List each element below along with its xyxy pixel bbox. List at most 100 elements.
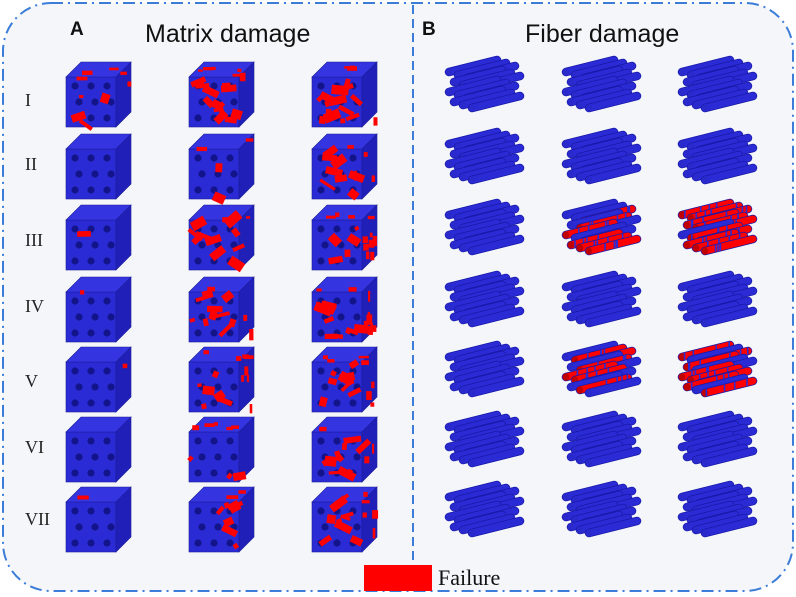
damage-patch [354, 225, 360, 231]
fiber-rod [692, 161, 748, 181]
matrix-cube [65, 133, 132, 200]
fiber-hole [194, 329, 202, 337]
fiber-hole [214, 523, 222, 531]
fiber-stripe [691, 220, 694, 228]
fiber-rod [692, 304, 748, 324]
fiber-end [468, 319, 476, 327]
fiber-stripe [695, 213, 698, 221]
fiber-end [683, 453, 691, 461]
damage-patch [231, 425, 239, 429]
fiber-rod [445, 361, 501, 381]
fiber-rod [450, 371, 506, 391]
damage-patch [221, 524, 239, 538]
fiber-bundle [677, 340, 758, 398]
fiber-hole [333, 437, 341, 445]
fiber-stripe [585, 373, 588, 381]
fiber-end [678, 423, 686, 431]
fiber-hole [87, 367, 95, 375]
fiber-rod [585, 447, 641, 467]
fiber-rod [454, 294, 510, 314]
cube-side-face [115, 346, 132, 413]
fiber-hole [333, 399, 341, 407]
fiber-stripe [717, 244, 719, 252]
fiber-stripe [730, 230, 732, 238]
fiber-rod [450, 351, 506, 371]
fiber-hole [317, 367, 325, 375]
fiber-rod [571, 151, 627, 171]
fiber-rod [454, 484, 510, 504]
damage-patch [367, 215, 375, 220]
fiber-rod [678, 76, 734, 96]
fiber-end [450, 78, 458, 86]
cube-side-face [115, 61, 132, 128]
fiber-stripe [595, 371, 598, 379]
fiber-end [678, 353, 686, 361]
fiber-hole [107, 98, 115, 106]
fiber-bundle [444, 55, 525, 113]
fiber-rod [571, 294, 627, 314]
damage-patch [349, 93, 363, 107]
fiber-hole [87, 539, 95, 547]
damage-patch [328, 470, 346, 475]
fiber-end [445, 443, 453, 451]
damage-patch [322, 108, 342, 124]
fiber-stripe [604, 221, 607, 229]
fiber-hole [333, 539, 341, 547]
fiber-end [692, 316, 700, 324]
fiber-bundle [677, 270, 758, 328]
damage-patch [209, 245, 227, 262]
damage-patch [237, 68, 242, 73]
fiber-rod [468, 92, 524, 112]
fiber-rod [585, 92, 641, 112]
fiber-end [701, 247, 709, 255]
damage-patch [228, 318, 237, 328]
fiber-end [562, 160, 570, 168]
fiber-hole [103, 186, 111, 194]
fiber-rod [585, 377, 641, 397]
damage-patch [329, 369, 337, 377]
fiber-hole [71, 257, 79, 265]
fiber-stripe [616, 215, 619, 223]
fiber-hole [198, 170, 206, 178]
fiber-rod [450, 421, 506, 441]
damage-patch [213, 389, 226, 403]
fiber-rod [701, 92, 757, 112]
fiber-hole [194, 367, 202, 375]
matrix-cube [188, 133, 255, 205]
damage-patch [222, 516, 235, 528]
fiber-rod [567, 511, 623, 531]
damage-patch [232, 471, 247, 482]
fiber-rod [454, 151, 510, 171]
fiber-end [450, 170, 458, 178]
fiber-stripe [705, 367, 708, 375]
fiber-rod [468, 517, 524, 537]
fiber-rod [454, 59, 510, 79]
fiber-end [445, 513, 453, 521]
fiber-rod [450, 281, 506, 301]
fiber-stripe [714, 370, 716, 378]
fiber-rod [445, 431, 501, 451]
fiber-rod [576, 232, 632, 252]
fiber-stripe [627, 206, 629, 214]
fiber-rod [562, 291, 618, 311]
fiber-hole [194, 154, 202, 162]
damage-patch [348, 287, 357, 292]
fiber-rod [562, 271, 618, 291]
damage-patch [348, 215, 355, 219]
fiber-hole [103, 437, 111, 445]
fiber-hole [91, 383, 99, 391]
damage-patch [361, 360, 369, 366]
damage-patch [371, 175, 376, 182]
row-label-2: II [25, 154, 37, 174]
fiber-hole [71, 469, 79, 477]
fiber-rod [562, 431, 618, 451]
damage-patch [347, 188, 360, 201]
fiber-end [576, 316, 584, 324]
fiber-end [683, 313, 691, 321]
fiber-rod [571, 434, 627, 454]
damage-patch [333, 519, 353, 535]
damage-patch [337, 104, 355, 117]
fiber-end [445, 423, 453, 431]
fiber-end [692, 244, 700, 252]
damage-patch [230, 108, 243, 121]
